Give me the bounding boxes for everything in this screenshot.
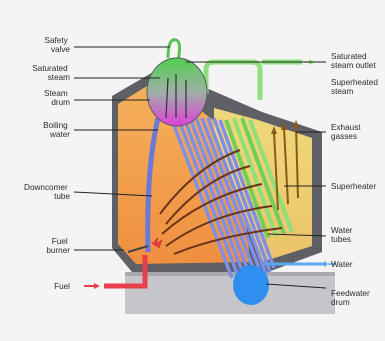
boiler-base: [125, 272, 335, 314]
feedwater-drum: [233, 265, 269, 305]
label-superheater: Superheater: [331, 182, 376, 191]
label-saturated-steam: Saturated steam: [32, 64, 70, 82]
label-water: Water: [331, 260, 353, 269]
label-boiling-water: Boiling water: [43, 121, 70, 139]
label-saturated-steam-outlet: Saturated steam outlet: [331, 52, 376, 70]
label-superheated-steam: Superheated steam: [331, 78, 380, 96]
water-arrowhead: [320, 261, 326, 267]
label-fuel-burner: Fuel burner: [46, 237, 70, 255]
label-steam-drum: Steam drum: [44, 89, 70, 107]
label-fuel: Fuel: [54, 282, 70, 291]
safety-valve: [168, 40, 180, 60]
label-feedwater-drum: Feedwater drum: [331, 289, 372, 307]
label-water-tubes: Water tubes: [331, 226, 355, 244]
fuel-arrowhead: [94, 283, 100, 289]
label-exhaust-gasses: Exhaust gasses: [331, 123, 363, 141]
label-downcomer-tube: Downcomer tube: [24, 183, 70, 201]
label-safety-valve: Safety valve: [45, 36, 71, 54]
